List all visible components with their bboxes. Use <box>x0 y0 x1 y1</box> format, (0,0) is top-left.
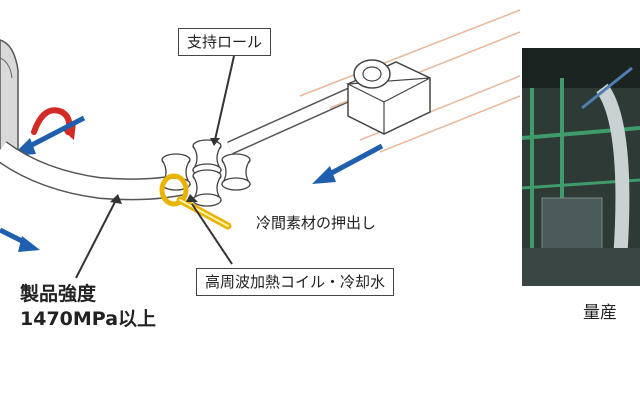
factory-photo <box>522 48 640 286</box>
product-strength-label: 製品強度 <box>20 283 97 305</box>
coil-label: 高周波加熱コイル・冷却水 <box>196 268 395 296</box>
extrusion-label: 冷間素材の押出し <box>256 214 377 232</box>
raw-material-rod <box>227 85 358 155</box>
support-roll-label: 支持ロール <box>178 28 272 56</box>
leader-lines <box>75 55 235 279</box>
mass-production-label: 量産 <box>583 303 617 323</box>
support-roll <box>191 169 223 207</box>
bent-pipe <box>0 141 188 201</box>
support-roll <box>220 153 252 191</box>
lower-left-arrow-icon <box>0 227 40 252</box>
product-strength-value: 1470MPa以上 <box>20 308 157 330</box>
extrusion-direction-arrow-icon <box>312 143 384 184</box>
induction-coil-icon <box>159 173 232 230</box>
extruder-machine <box>345 59 431 135</box>
